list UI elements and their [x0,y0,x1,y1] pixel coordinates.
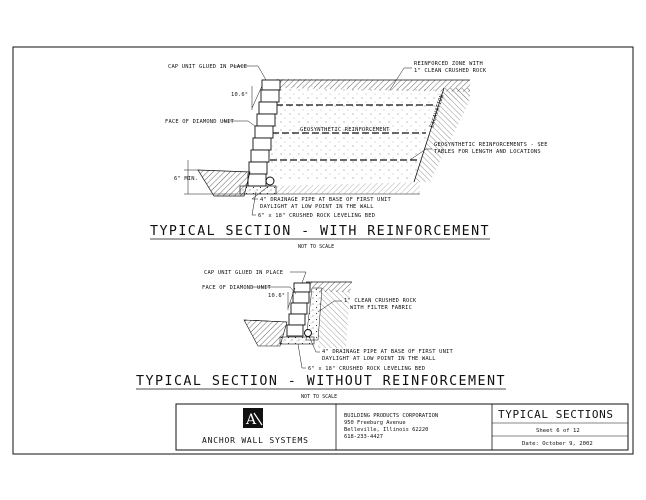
svg-text:A: A [245,412,257,428]
section-title: TYPICAL SECTION - WITH REINFORCEMENT [150,224,490,239]
label-drain-2: DAYLIGHT AT LOW POINT IN THE WALL [322,356,436,362]
corp-name: BUILDING PRODUCTS CORPORATION [344,413,438,419]
label-geo-see-2: TABLES FOR LENGTH AND LOCATIONS [434,149,541,155]
sheet-date: Date: October 9, 2002 [522,441,593,447]
front-ground [197,169,251,197]
scale-note: NOT TO SCALE [301,394,337,400]
label-leveling: 6" x 18" CRUSHED ROCK LEVELING BED [308,366,425,372]
block-stack [247,79,281,187]
company-name: ANCHOR WALL SYSTEMS [202,436,309,445]
label-crushed-2: WITH FILTER FABRIC [350,305,412,311]
crushed-rock-zone [305,287,323,341]
reinforced-zone [268,82,440,180]
drain-pipe [304,329,312,337]
label-drain-1: 4" DRAINAGE PIPE AT BASE OF FIRST UNIT [260,197,391,203]
backfill-surface [276,79,470,92]
label-face-unit: FACE OF DIAMOND UNIT [202,285,271,291]
corp-phone: 618-233-4427 [344,434,383,440]
label-cap-unit: CAP UNIT GLUED IN PLACE [168,64,247,70]
corp-city: Belleville, Illinois 62220 [344,427,428,433]
sheet-title: TYPICAL SECTIONS [498,408,614,421]
anchor-logo: A [243,408,263,428]
label-batter: 10.6° [231,92,248,98]
drain-pipe [265,176,275,186]
label-batter: 10.6° [268,293,285,299]
label-reinforced-zone-1: REINFORCED ZONE WITH [414,61,483,67]
leveling-bed [279,336,315,345]
scale-note: NOT TO SCALE [298,244,334,250]
block-stack [286,282,311,337]
sheet-border [12,46,634,455]
label-drain-1: 4" DRAINAGE PIPE AT BASE OF FIRST UNIT [322,349,453,355]
section-without-reinforcement: CAP UNIT GLUED IN PLACE FACE OF DIAMOND … [136,270,506,400]
section-title: TYPICAL SECTION - WITHOUT REINFORCEMENT [136,374,506,389]
label-leveling: 6" x 18" CRUSHED ROCK LEVELING BED [258,213,375,219]
section-with-reinforcement: CAP UNIT GLUED IN PLACE 10.6° FACE OF DI… [150,61,548,250]
label-cap-unit: CAP UNIT GLUED IN PLACE [204,270,283,276]
corp-street: 950 Freeburg Avenue [344,420,406,426]
label-geosynthetic: GEOSYNTHETIC REINFORCEMENT [300,127,390,133]
label-crushed-1: 1" CLEAN CRUSHED ROCK [344,298,417,304]
label-drain-2: DAYLIGHT AT LOW POINT IN THE WALL [260,204,374,210]
label-min-depth: 6" MIN. [174,176,198,182]
front-ground [243,319,288,347]
label-face-unit: FACE OF DIAMOND UNIT [165,119,234,125]
title-block: A ANCHOR WALL SYSTEMS BUILDING PRODUCTS … [175,403,629,451]
label-geo-see-1: GEOSYNTHETIC REINFORCEMENTS - SEE [434,142,548,148]
sheet-number: Sheet 6 of 12 [536,428,580,434]
label-reinforced-zone-2: 1" CLEAN CRUSHED ROCK [414,68,487,74]
